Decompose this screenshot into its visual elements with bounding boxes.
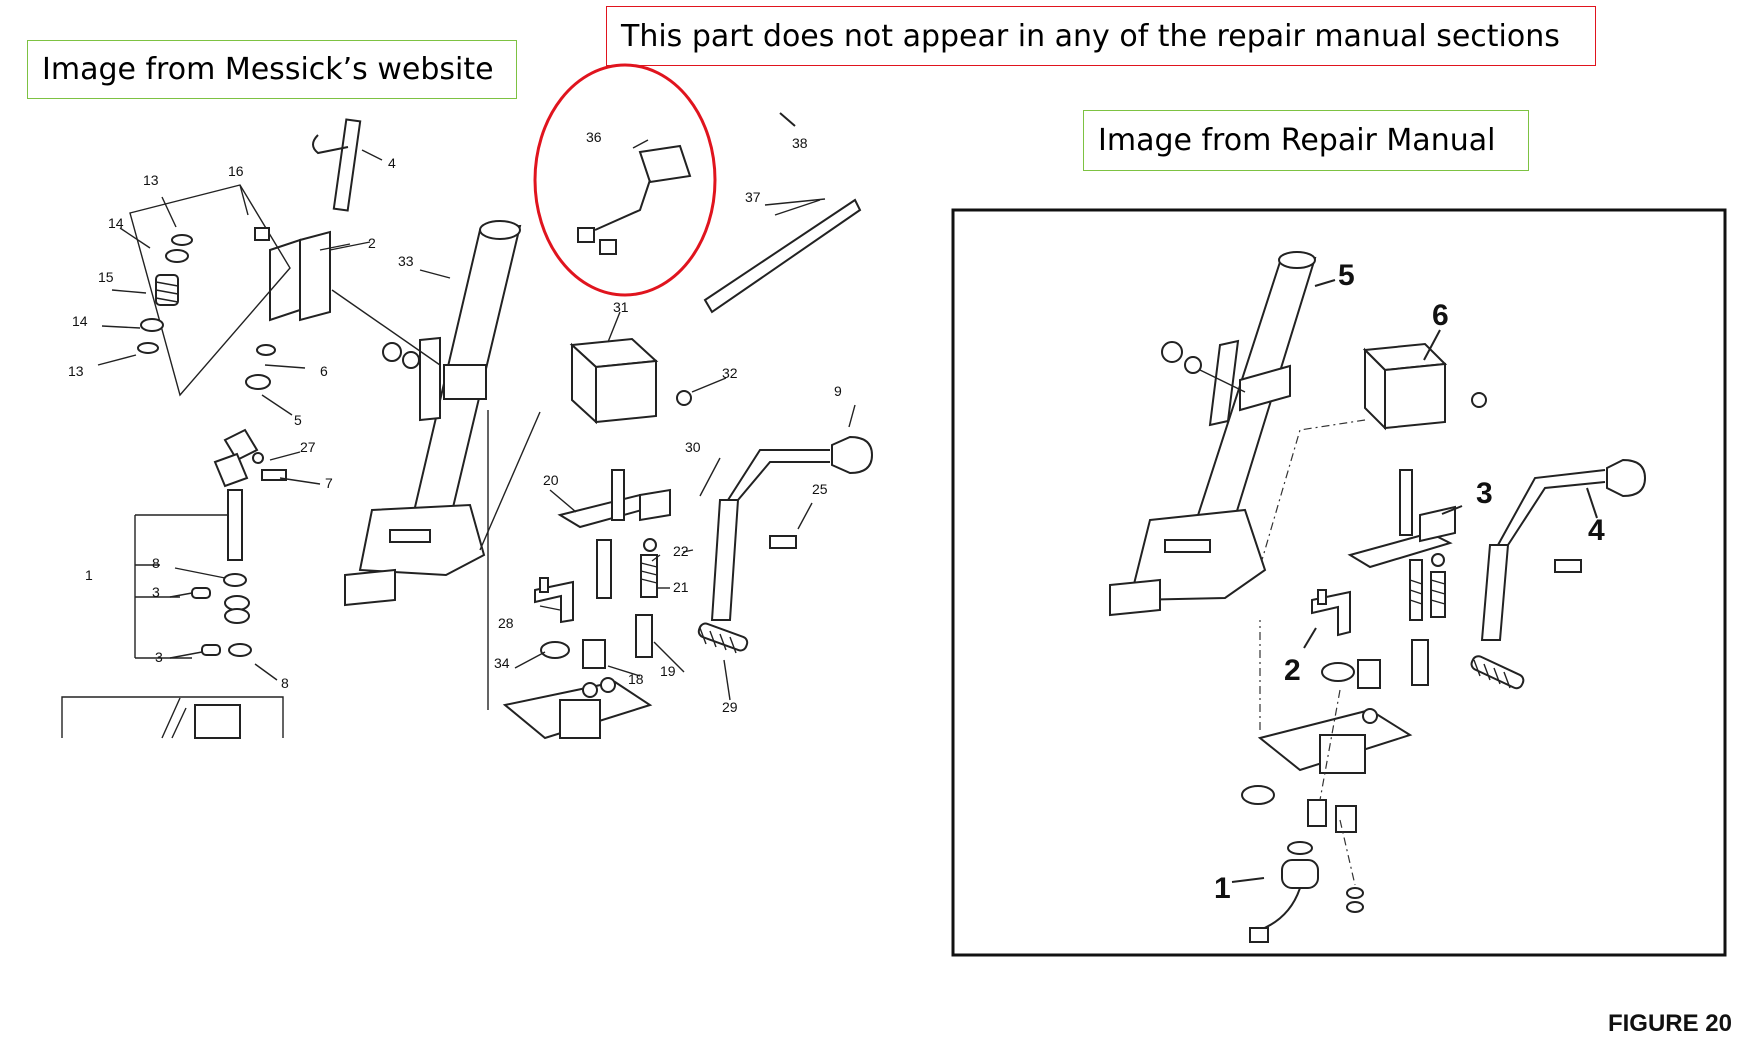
part-number: 8 — [281, 675, 289, 691]
part-number: 13 — [143, 172, 159, 188]
part-number: 3 — [1476, 477, 1493, 510]
part-number: 19 — [660, 663, 676, 679]
part-number: 16 — [228, 163, 244, 179]
repair-manual-frame — [951, 208, 1727, 957]
part-number: 9 — [834, 383, 842, 399]
part-number: 38 — [792, 135, 808, 151]
part-number: 14 — [108, 215, 124, 231]
part-number: 21 — [673, 579, 689, 595]
part-number: 33 — [398, 253, 414, 269]
part-number: 29 — [722, 699, 738, 715]
part-number: 30 — [685, 439, 701, 455]
part-number: 2 — [368, 235, 376, 251]
part-number: 1 — [85, 567, 93, 583]
part-number: 15 — [98, 269, 114, 285]
part-number: 6 — [320, 363, 328, 379]
part-number: 27 — [300, 439, 316, 455]
part-number: 5 — [1338, 259, 1355, 292]
repair-manual-image-label: Image from Repair Manual — [1083, 110, 1529, 171]
part-number: 37 — [745, 189, 761, 205]
missing-part-note: This part does not appear in any of the … — [606, 6, 1596, 66]
part-number: 4 — [1588, 514, 1605, 547]
part-number: 31 — [613, 299, 629, 315]
part-number: 25 — [812, 481, 828, 497]
part-number: 6 — [1432, 299, 1449, 332]
part-number: 28 — [498, 615, 514, 631]
repair-manual-exploded-diagram — [1109, 251, 1647, 943]
part-number: 8 — [152, 555, 160, 571]
part-number: 5 — [294, 412, 302, 428]
part-number: 3 — [152, 584, 160, 600]
highlight-circle — [533, 63, 717, 297]
figure-caption: FIGURE 20 — [1607, 1010, 1732, 1037]
part-number: 2 — [1284, 654, 1301, 687]
part-number: 22 — [673, 543, 689, 559]
part-number: 32 — [722, 365, 738, 381]
part-number: 3 — [155, 649, 163, 665]
messick-exploded-diagram — [61, 63, 874, 740]
messick-image-label: Image from Messick’s website — [27, 40, 517, 99]
messick-part-number-labels: 1 2 3 3 4 5 6 7 8 8 9 13 13 14 14 15 16 … — [68, 129, 842, 715]
part-number: 1 — [1214, 872, 1231, 905]
part-number: 14 — [72, 313, 88, 329]
part-number: 36 — [586, 129, 602, 145]
part-number: 18 — [628, 671, 644, 687]
part-number: 7 — [325, 475, 333, 491]
part-number: 4 — [388, 155, 396, 171]
part-number: 20 — [543, 472, 559, 488]
part-number: 13 — [68, 363, 84, 379]
part-number: 34 — [494, 655, 510, 671]
repair-manual-part-number-labels: 1 2 3 4 5 6 — [1214, 259, 1605, 905]
